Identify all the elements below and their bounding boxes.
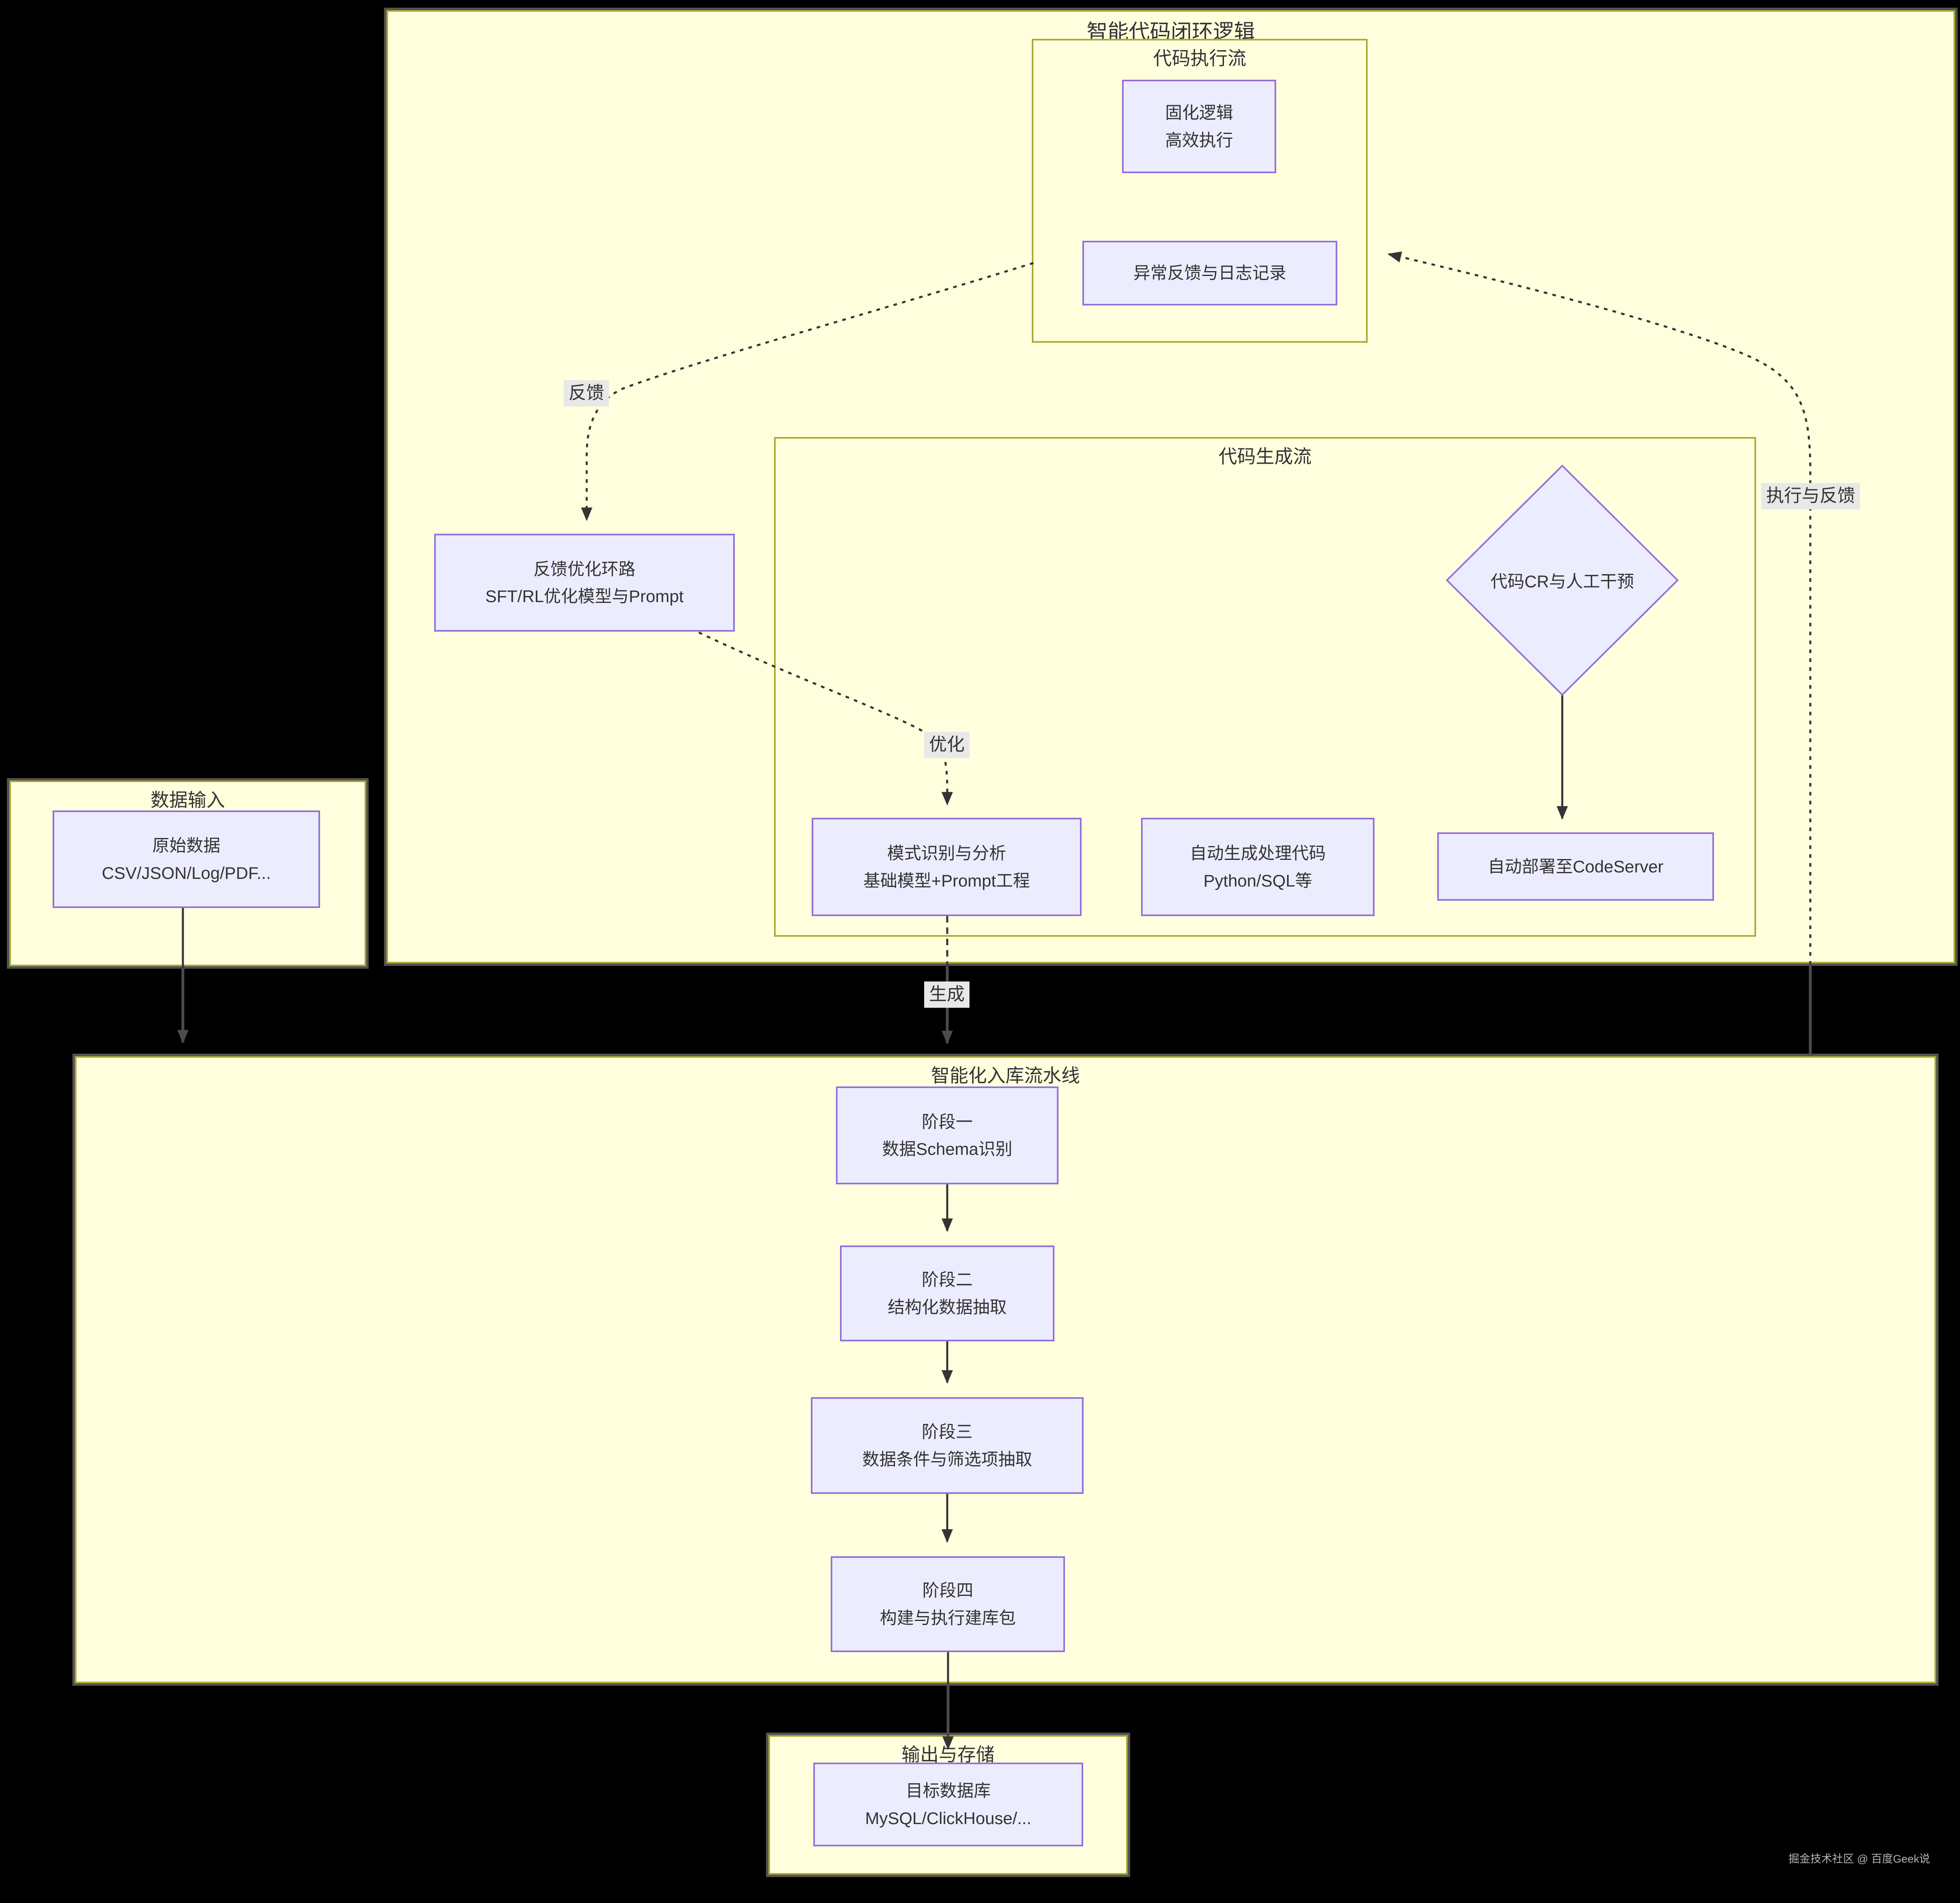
node-line: 异常反馈与日志记录 <box>1133 263 1286 283</box>
node-line: 数据条件与筛选项抽取 <box>862 1449 1032 1469</box>
node-line: 构建与执行建库包 <box>880 1608 1016 1627</box>
node-line: 自动部署至CodeServer <box>1487 857 1664 876</box>
node-deploy-codeserver: 自动部署至CodeServer <box>1437 832 1714 901</box>
watermark-text: 掘金技术社区 @ 百度Geek说 <box>1788 1853 1930 1865</box>
node-autogen-code: 自动生成处理代码 Python/SQL等 <box>1141 818 1375 916</box>
node-line: 阶段二 <box>921 1270 973 1290</box>
node-line: SFT/RL优化模型与Prompt <box>485 587 684 606</box>
node-solidified-logic: 固化逻辑 高效执行 <box>1122 80 1276 173</box>
node-line: 数据Schema识别 <box>882 1139 1013 1158</box>
node-line: 阶段一 <box>921 1112 973 1131</box>
edge-label-optimize: 优化 <box>924 732 969 758</box>
node-line: 自动生成处理代码 <box>1190 844 1326 863</box>
node-line: 原始数据 <box>152 836 221 855</box>
node-line: 高效执行 <box>1165 130 1233 150</box>
node-line: 模式识别与分析 <box>887 844 1006 863</box>
edge-label-exec-feedback: 执行与反馈 <box>1761 483 1860 509</box>
node-line: 阶段三 <box>921 1422 973 1442</box>
cluster-code-gen-title: 代码生成流 <box>1218 446 1312 467</box>
node-line: Python/SQL等 <box>1203 871 1312 890</box>
cluster-data-input-title: 数据输入 <box>151 789 225 810</box>
node-code-cr-label: 代码CR与人工干预 <box>1490 572 1634 591</box>
node-line: 目标数据库 <box>906 1781 991 1801</box>
node-stage4: 阶段四 构建与执行建库包 <box>831 1556 1065 1652</box>
node-exception-log: 异常反馈与日志记录 <box>1082 241 1337 305</box>
node-pattern-recognition: 模式识别与分析 基础模型+Prompt工程 <box>812 818 1082 916</box>
cluster-code-exec-title: 代码执行流 <box>1153 48 1246 69</box>
node-line: CSV/JSON/Log/PDF... <box>102 863 271 883</box>
node-line: 反馈优化环路 <box>533 559 636 579</box>
edge-label-feedback: 反馈 <box>564 380 609 407</box>
node-line: 基础模型+Prompt工程 <box>863 871 1030 890</box>
node-line: 固化逻辑 <box>1165 103 1233 123</box>
node-stage2: 阶段二 结构化数据抽取 <box>840 1245 1054 1341</box>
node-raw-data: 原始数据 CSV/JSON/Log/PDF... <box>53 810 320 908</box>
node-target-db: 目标数据库 MySQL/ClickHouse/... <box>813 1763 1083 1846</box>
node-feedback-loop: 反馈优化环路 SFT/RL优化模型与Prompt <box>434 534 735 632</box>
cluster-pipeline-title: 智能化入库流水线 <box>931 1065 1080 1086</box>
node-line: 阶段四 <box>922 1581 974 1600</box>
node-stage3: 阶段三 数据条件与筛选项抽取 <box>811 1397 1084 1494</box>
node-line: 结构化数据抽取 <box>887 1297 1007 1317</box>
node-stage1: 阶段一 数据Schema识别 <box>836 1086 1058 1184</box>
edge-label-generate: 生成 <box>924 981 969 1008</box>
node-line: MySQL/ClickHouse/... <box>865 1808 1031 1828</box>
